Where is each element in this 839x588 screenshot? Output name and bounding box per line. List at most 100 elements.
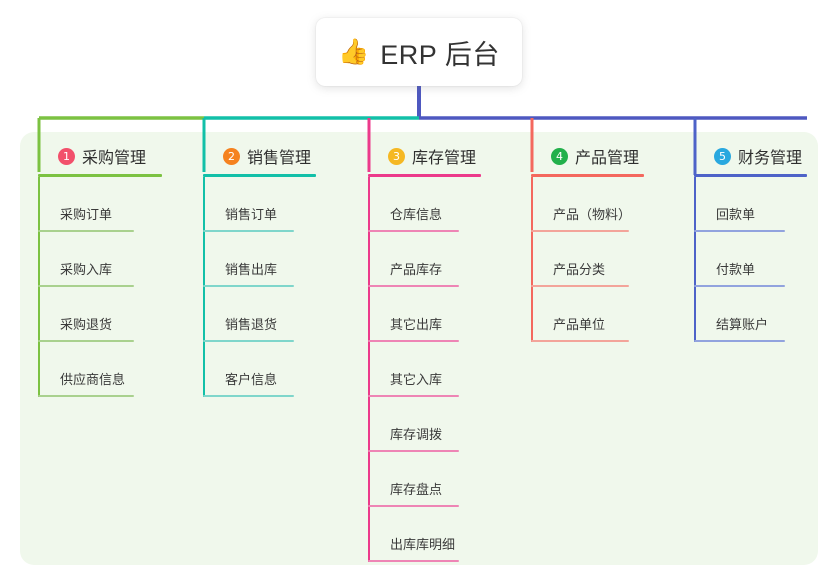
branch-header-underline — [531, 174, 644, 177]
leaf-item-underline — [531, 230, 629, 232]
leaf-item[interactable]: 库存调拨 — [368, 397, 481, 452]
branch-header-underline — [203, 174, 316, 177]
leaf-item[interactable]: 销售出库 — [203, 232, 316, 287]
leaf-item-label: 出库库明细 — [390, 537, 456, 552]
branch-header-3[interactable]: 3 库存管理 — [368, 145, 481, 167]
diagram-background-panel — [20, 132, 818, 565]
leaf-item[interactable]: 仓库信息 — [368, 177, 481, 232]
leaf-item[interactable]: 回款单 — [694, 177, 807, 232]
leaf-item-underline — [368, 560, 459, 562]
leaf-item-underline — [694, 340, 785, 342]
leaf-item[interactable]: 采购入库 — [38, 232, 162, 287]
leaf-item[interactable]: 销售订单 — [203, 177, 316, 232]
leaf-item-underline — [38, 230, 134, 232]
leaf-item[interactable]: 客户信息 — [203, 342, 316, 397]
branch-header-4[interactable]: 4 产品管理 — [531, 145, 644, 167]
leaf-item-underline — [203, 340, 294, 342]
branch-number-badge: 1 — [58, 147, 75, 165]
leaf-item-label: 产品单位 — [553, 317, 606, 332]
leaf-item[interactable]: 产品单位 — [531, 287, 644, 342]
leaf-item-underline — [694, 230, 785, 232]
branch-column-4: 4 产品管理产品（物料） 产品分类产品单位 — [531, 145, 644, 342]
leaf-item-underline — [368, 450, 459, 452]
leaf-item[interactable]: 结算账户 — [694, 287, 807, 342]
leaf-item-label: 产品库存 — [390, 262, 443, 277]
leaf-item-label: 其它出库 — [390, 317, 443, 332]
branch-spine — [203, 177, 205, 397]
branch-header-underline — [368, 174, 481, 177]
leaf-item[interactable]: 产品（物料） — [531, 177, 644, 232]
branch-spine — [531, 177, 533, 342]
branch-title: 销售管理 — [247, 150, 312, 167]
leaf-item[interactable]: 销售退货 — [203, 287, 316, 342]
branch-column-2: 2 销售管理销售订单销售出库销售退货客户信息 — [203, 145, 316, 397]
branch-header-2[interactable]: 2 销售管理 — [203, 145, 316, 167]
leaf-item-label: 供应商信息 — [60, 372, 126, 387]
branch-spine — [694, 177, 696, 342]
branch-leaf-list: 采购订单采购入库采购退货供应商信息 — [38, 177, 162, 397]
branch-column-1: 1 采购管理采购订单采购入库采购退货供应商信息 — [38, 145, 162, 397]
leaf-item-underline — [368, 395, 459, 397]
branch-header-1[interactable]: 1 采购管理 — [38, 145, 162, 167]
root-node-card[interactable]: 👍 ERP 后台 — [316, 18, 522, 86]
leaf-item-underline — [531, 285, 629, 287]
leaf-item-underline — [203, 285, 294, 287]
leaf-item[interactable]: 其它出库 — [368, 287, 481, 342]
leaf-item[interactable]: 采购订单 — [38, 177, 162, 232]
branch-header-underline — [38, 174, 162, 177]
leaf-item-underline — [694, 285, 785, 287]
leaf-item-underline — [531, 340, 629, 342]
leaf-item-label: 采购订单 — [60, 207, 113, 222]
leaf-item-underline — [368, 505, 459, 507]
leaf-item[interactable]: 产品分类 — [531, 232, 644, 287]
branch-spine — [368, 177, 370, 562]
branch-leaf-list: 仓库信息产品库存其它出库其它入库库存调拨库存盘点出库库明细 — [368, 177, 481, 562]
branch-header-underline — [694, 174, 807, 177]
leaf-item-underline — [368, 230, 459, 232]
thumbs-up-icon: 👍 — [338, 37, 370, 66]
branch-number-badge: 3 — [388, 147, 405, 165]
leaf-item-label: 产品（物料） — [553, 207, 632, 222]
leaf-item-label: 产品分类 — [553, 262, 606, 277]
branch-spine — [38, 177, 40, 397]
leaf-item-underline — [203, 395, 294, 397]
leaf-item-underline — [203, 230, 294, 232]
leaf-item-label: 回款单 — [716, 207, 756, 222]
branch-number-badge: 5 — [714, 147, 731, 165]
branch-title: 库存管理 — [412, 150, 477, 167]
branch-title: 产品管理 — [575, 150, 640, 167]
leaf-item-label: 库存调拨 — [390, 427, 443, 442]
leaf-item-label: 采购退货 — [60, 317, 113, 332]
branch-number-badge: 4 — [551, 147, 568, 165]
leaf-item-underline — [368, 340, 459, 342]
leaf-item-label: 其它入库 — [390, 372, 443, 387]
root-node-title: ERP 后台 — [380, 39, 500, 70]
leaf-item[interactable]: 其它入库 — [368, 342, 481, 397]
branch-leaf-list: 回款单付款单结算账户 — [694, 177, 807, 342]
leaf-item-label: 销售订单 — [225, 207, 278, 222]
branch-leaf-list: 产品（物料） 产品分类产品单位 — [531, 177, 644, 342]
branch-title: 财务管理 — [738, 150, 803, 167]
leaf-item-label: 销售退货 — [225, 317, 278, 332]
leaf-item[interactable]: 付款单 — [694, 232, 807, 287]
leaf-item-underline — [38, 340, 134, 342]
leaf-item-label: 库存盘点 — [390, 482, 443, 497]
leaf-item[interactable]: 出库库明细 — [368, 507, 481, 562]
leaf-item[interactable]: 供应商信息 — [38, 342, 162, 397]
leaf-item-label: 付款单 — [716, 262, 756, 277]
leaf-item-underline — [38, 395, 134, 397]
leaf-item[interactable]: 库存盘点 — [368, 452, 481, 507]
leaf-item[interactable]: 产品库存 — [368, 232, 481, 287]
leaf-item-underline — [368, 285, 459, 287]
branch-header-5[interactable]: 5 财务管理 — [694, 145, 807, 167]
branch-number-badge: 2 — [223, 147, 240, 165]
leaf-item-underline — [38, 285, 134, 287]
branch-title: 采购管理 — [82, 150, 147, 167]
leaf-item-label: 销售出库 — [225, 262, 278, 277]
leaf-item-label: 采购入库 — [60, 262, 113, 277]
leaf-item[interactable]: 采购退货 — [38, 287, 162, 342]
leaf-item-label: 结算账户 — [716, 317, 769, 332]
branch-leaf-list: 销售订单销售出库销售退货客户信息 — [203, 177, 316, 397]
